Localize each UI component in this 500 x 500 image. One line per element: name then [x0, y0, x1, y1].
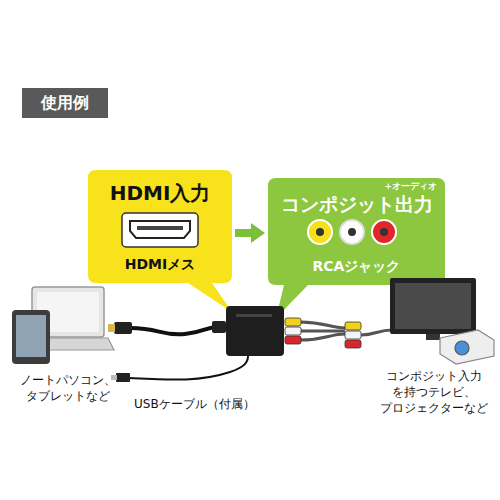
rca-plug-yellow [345, 322, 361, 330]
rca-plug-white [285, 327, 301, 335]
hdmi-pins [137, 226, 183, 230]
hdmi-plug [212, 321, 226, 333]
projector [440, 330, 494, 364]
cable-label: USBケーブル（付属） [134, 396, 274, 412]
rca-jack-white [340, 220, 364, 244]
rca-jack-red [372, 220, 396, 244]
speech-bubble: HDMI入力 HDMIメス [88, 170, 232, 283]
hdmi-cable [130, 327, 218, 334]
rca-plug-red [285, 336, 301, 344]
connector-name: RCAジャック [268, 258, 445, 276]
rca-cable [361, 330, 392, 335]
rca-plug-red [345, 340, 361, 348]
converter-box [226, 306, 284, 356]
hdmi-port [130, 221, 190, 238]
hdmi-plug-tip [108, 324, 115, 332]
converter-detail [236, 314, 272, 317]
projector-lens [455, 341, 469, 355]
rca-jack-hole [348, 228, 356, 236]
rca-jack-hole [316, 228, 324, 236]
rca-plug-white [345, 331, 361, 339]
usb-plug [116, 373, 130, 382]
tv [390, 278, 476, 334]
device-label: コンポジット入力 を持つテレビ、 プロジェクターなど [372, 368, 496, 417]
speech-bubble: コンポジット出力+オーディオ RCAジャック [268, 178, 445, 285]
device-label: ノートパソコン、 タブレットなど [8, 372, 128, 404]
tablet [12, 310, 50, 364]
tv-screen [395, 283, 471, 329]
usb-cable [128, 356, 248, 380]
yellow-bubble [88, 170, 232, 312]
bubble-heading: HDMI入力 [88, 180, 232, 207]
tv-stand [426, 334, 440, 340]
superscript-note: +オーディオ [384, 180, 437, 193]
connector-name: HDMIメス [88, 256, 232, 274]
tablet-screen [16, 315, 46, 357]
title: 使用例 [22, 88, 108, 118]
bubble-heading: コンポジット出力 [268, 192, 445, 218]
rca-jack-yellow [308, 220, 332, 244]
title-badge [22, 88, 108, 118]
rca-cable [300, 322, 345, 328]
rca-cables [300, 322, 345, 340]
hdmi-plug [114, 322, 132, 334]
rca-plug-yellow [285, 318, 301, 326]
flow-arrow [235, 229, 251, 237]
rca-cable [300, 334, 345, 340]
rca-cable [300, 330, 345, 333]
rca-jack-hole [380, 228, 388, 236]
hdmi-icon-frame [122, 213, 198, 247]
